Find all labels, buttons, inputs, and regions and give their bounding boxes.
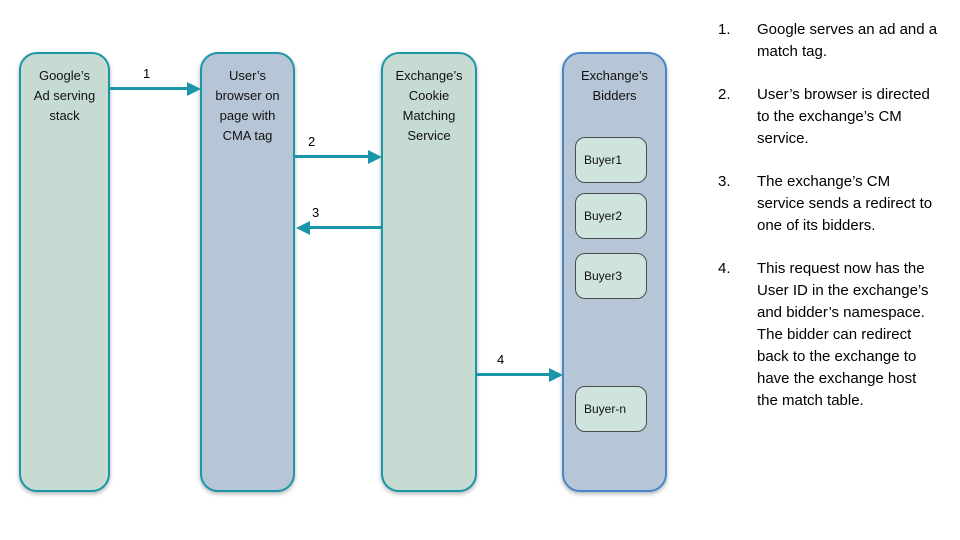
- node-google-ad-stack-label: Google’s Ad serving stack: [33, 68, 96, 123]
- arrow-3: 3: [296, 205, 381, 235]
- arrow-head-left-icon: [296, 220, 310, 235]
- step-2: 2. User’s browser is directed to the exc…: [718, 84, 941, 150]
- node-google-ad-stack: Google’s Ad serving stack: [19, 52, 110, 492]
- arrow-1-number: 1: [143, 66, 151, 81]
- arrow-3-number: 3: [312, 205, 320, 220]
- step-3-number: 3.: [718, 173, 731, 190]
- step-1-text: Google serves an ad and a match tag.: [757, 21, 938, 60]
- steps-list: 1. Google serves an ad and a match tag. …: [718, 19, 941, 433]
- arrow-head-right-icon: [549, 367, 563, 382]
- arrow-2: 2: [295, 134, 382, 164]
- step-4-number: 4.: [718, 260, 731, 277]
- arrow-4: 4: [475, 352, 563, 382]
- buyer3-box: Buyer3: [575, 253, 647, 299]
- node-user-browser-label: User’s browser on page with CMA tag: [215, 68, 280, 143]
- arrow-4-number: 4: [497, 352, 505, 367]
- step-4: 4. This request now has the User ID in t…: [718, 258, 941, 412]
- step-3: 3. The exchange’s CM service sends a red…: [718, 171, 941, 237]
- buyer-n-label: Buyer-n: [584, 402, 627, 416]
- buyer2-label: Buyer2: [584, 209, 623, 223]
- arrow-1: 1: [110, 66, 201, 96]
- step-2-number: 2.: [718, 86, 731, 103]
- node-exchange-bidders: Exchange’s Bidders Buyer1 Buyer2 Buyer3 …: [562, 52, 667, 492]
- buyer-n-box: Buyer-n: [575, 386, 647, 432]
- node-cookie-matching-service: Exchange’s Cookie Matching Service: [381, 52, 477, 492]
- buyer3-label: Buyer3: [584, 269, 623, 283]
- arrow-line: [295, 155, 370, 158]
- step-2-text: User’s browser is directed to the exchan…: [757, 86, 930, 147]
- arrow-head-right-icon: [368, 149, 382, 164]
- arrow-line: [475, 373, 551, 376]
- step-1-number: 1.: [718, 21, 731, 38]
- node-cookie-matching-service-label: Exchange’s Cookie Matching Service: [395, 68, 463, 143]
- step-1: 1. Google serves an ad and a match tag.: [718, 19, 941, 63]
- arrow-head-right-icon: [187, 81, 201, 96]
- buyer2-box: Buyer2: [575, 193, 647, 239]
- node-exchange-bidders-label: Exchange’s Bidders: [581, 68, 648, 103]
- arrow-2-number: 2: [308, 134, 316, 149]
- step-4-text: This request now has the User ID in the …: [757, 260, 929, 409]
- arrow-line: [110, 87, 189, 90]
- node-user-browser: User’s browser on page with CMA tag: [200, 52, 295, 492]
- step-3-text: The exchange’s CM service sends a redire…: [757, 173, 933, 234]
- buyer1-box: Buyer1: [575, 137, 647, 183]
- arrow-line: [308, 226, 381, 229]
- buyer1-label: Buyer1: [584, 153, 623, 167]
